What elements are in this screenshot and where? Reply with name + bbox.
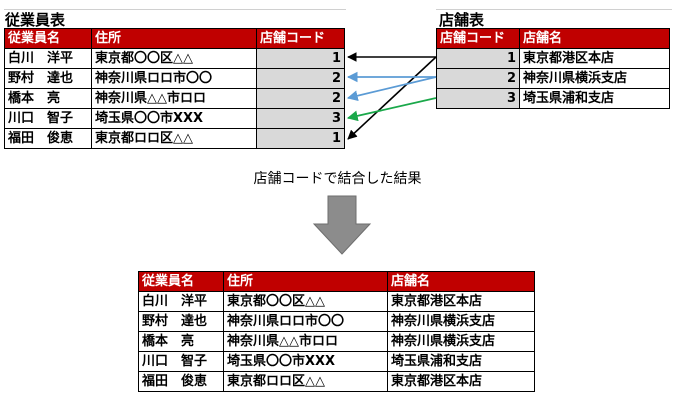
store-table: 店舗コード 店舗名 1 東京都港区本店 2 神奈川県横浜支店 3 埼玉県浦和支店 <box>436 28 670 109</box>
table-row: 福田 俊恵 東京都ロロ区△△ 東京都港区本店 <box>138 371 535 392</box>
result-store-cell: 神奈川県横浜支店 <box>387 331 535 352</box>
result-name-cell: 川口 智子 <box>138 351 224 372</box>
employee-address-cell: 埼玉県〇〇市XXX <box>91 108 257 129</box>
result-store-cell: 東京都港区本店 <box>387 371 535 392</box>
table-row: 白川 洋平 東京都〇〇区△△ 東京都港区本店 <box>138 291 535 312</box>
result-address-cell: 東京都〇〇区△△ <box>223 291 388 312</box>
employee-store-code-cell: 3 <box>256 108 345 129</box>
table-row: 橋本 亮 神奈川県△△市ロロ 2 <box>4 88 345 109</box>
employee-store-code-cell: 1 <box>256 128 345 149</box>
store-header-name: 店舗名 <box>519 28 670 49</box>
sheet-gridline-left <box>4 9 346 10</box>
store-name-cell: 神奈川県横浜支店 <box>519 68 670 89</box>
result-table-header-row: 従業員名 住所 店舗名 <box>138 271 535 292</box>
store-name-cell: 東京都港区本店 <box>519 48 670 69</box>
table-row: 橋本 亮 神奈川県△△市ロロ 神奈川県横浜支店 <box>138 331 535 352</box>
table-row: 野村 達也 神奈川県ロロ市〇〇 神奈川県横浜支店 <box>138 311 535 332</box>
table-row: 1 東京都港区本店 <box>436 48 670 69</box>
employee-table-title: 従業員表 <box>5 11 66 29</box>
employee-header-name: 従業員名 <box>4 28 92 49</box>
employee-address-cell: 東京都ロロ区△△ <box>91 128 257 149</box>
employee-store-code-cell: 1 <box>256 48 345 69</box>
store-code-cell: 1 <box>436 48 520 69</box>
employee-table: 従業員名 住所 店舗コード 白川 洋平 東京都〇〇区△△ 1 野村 達也 神奈川… <box>4 28 345 149</box>
down-arrow-icon <box>312 195 372 255</box>
result-name-cell: 福田 俊恵 <box>138 371 224 392</box>
result-address-cell: 東京都ロロ区△△ <box>223 371 388 392</box>
store-code-cell: 3 <box>436 88 520 109</box>
employee-name-cell: 福田 俊恵 <box>4 128 92 149</box>
store-table-title: 店舗表 <box>439 11 485 29</box>
result-name-cell: 野村 達也 <box>138 311 224 332</box>
result-name-cell: 橋本 亮 <box>138 331 224 352</box>
table-row: 川口 智子 埼玉県〇〇市XXX 埼玉県浦和支店 <box>138 351 535 372</box>
join-arrow-store1-row5 <box>347 56 437 140</box>
result-address-cell: 神奈川県△△市ロロ <box>223 331 388 352</box>
table-row: 3 埼玉県浦和支店 <box>436 88 670 109</box>
result-table: 従業員名 住所 店舗名 白川 洋平 東京都〇〇区△△ 東京都港区本店 野村 達也… <box>138 271 535 392</box>
table-row: 白川 洋平 東京都〇〇区△△ 1 <box>4 48 345 69</box>
result-header-store-name: 店舗名 <box>387 271 535 292</box>
join-arrow-store3-row4 <box>346 97 437 122</box>
result-header-address: 住所 <box>223 271 388 292</box>
result-name-cell: 白川 洋平 <box>138 291 224 312</box>
store-table-header-row: 店舗コード 店舗名 <box>436 28 670 49</box>
result-header-name: 従業員名 <box>138 271 224 292</box>
join-caption: 店舗コードで結合した結果 <box>253 171 422 187</box>
result-store-cell: 東京都港区本店 <box>387 291 535 312</box>
table-row: 野村 達也 神奈川県ロロ市〇〇 2 <box>4 68 345 89</box>
store-name-cell: 埼玉県浦和支店 <box>519 88 670 109</box>
table-row: 福田 俊恵 東京都ロロ区△△ 1 <box>4 128 345 149</box>
store-header-code: 店舗コード <box>436 28 520 49</box>
result-address-cell: 埼玉県〇〇市XXX <box>223 351 388 372</box>
join-arrow-store2-row3 <box>346 76 437 101</box>
result-store-cell: 神奈川県横浜支店 <box>387 311 535 332</box>
sheet-gridline-right <box>436 9 672 10</box>
result-address-cell: 神奈川県ロロ市〇〇 <box>223 311 388 332</box>
result-store-cell: 埼玉県浦和支店 <box>387 351 535 372</box>
table-row: 川口 智子 埼玉県〇〇市XXX 3 <box>4 108 345 129</box>
employee-store-code-cell: 2 <box>256 88 345 109</box>
